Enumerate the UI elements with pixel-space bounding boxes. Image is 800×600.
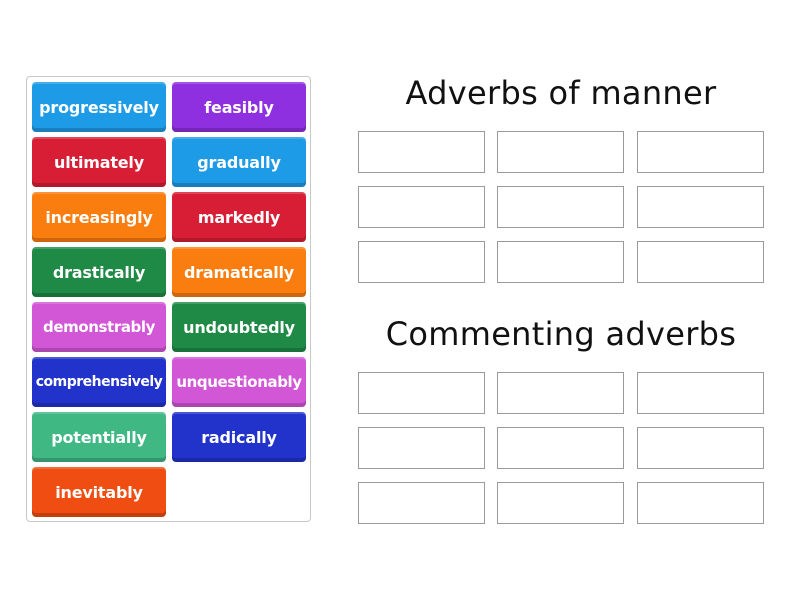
group-title-commenting: Commenting adverbs [385, 315, 737, 353]
drop-slot[interactable] [637, 482, 764, 524]
word-tile[interactable]: dramatically [172, 247, 306, 297]
drop-slot[interactable] [358, 482, 485, 524]
drop-slot[interactable] [497, 131, 624, 173]
drop-slot[interactable] [358, 131, 485, 173]
drop-slot[interactable] [497, 372, 624, 414]
word-tile[interactable]: potentially [32, 412, 166, 462]
drop-slot[interactable] [637, 186, 764, 228]
word-tile[interactable]: ultimately [32, 137, 166, 187]
word-tile[interactable]: drastically [32, 247, 166, 297]
word-tile[interactable]: comprehensively [32, 357, 166, 407]
drop-slot[interactable] [497, 241, 624, 283]
word-tile[interactable]: undoubtedly [172, 302, 306, 352]
word-tile[interactable]: gradually [172, 137, 306, 187]
drop-slot[interactable] [358, 372, 485, 414]
word-tile[interactable]: inevitably [32, 467, 166, 517]
drop-slot[interactable] [358, 427, 485, 469]
drop-slot[interactable] [497, 186, 624, 228]
word-tile[interactable]: demonstrably [32, 302, 166, 352]
drop-slot[interactable] [497, 482, 624, 524]
drop-slot[interactable] [637, 427, 764, 469]
word-tile[interactable]: feasibly [172, 82, 306, 132]
word-tile[interactable]: progressively [32, 82, 166, 132]
word-tile[interactable]: markedly [172, 192, 306, 242]
word-tile[interactable]: increasingly [32, 192, 166, 242]
word-tile[interactable]: radically [172, 412, 306, 462]
drop-slot[interactable] [497, 427, 624, 469]
drop-slot[interactable] [637, 372, 764, 414]
word-tile[interactable]: unquestionably [172, 357, 306, 407]
drop-slot[interactable] [637, 241, 764, 283]
group-title-manner: Adverbs of manner [405, 74, 717, 112]
drop-slot[interactable] [637, 131, 764, 173]
word-pool: progressively feasibly ultimately gradua… [26, 76, 311, 522]
drop-slot[interactable] [358, 186, 485, 228]
drop-slot[interactable] [358, 241, 485, 283]
